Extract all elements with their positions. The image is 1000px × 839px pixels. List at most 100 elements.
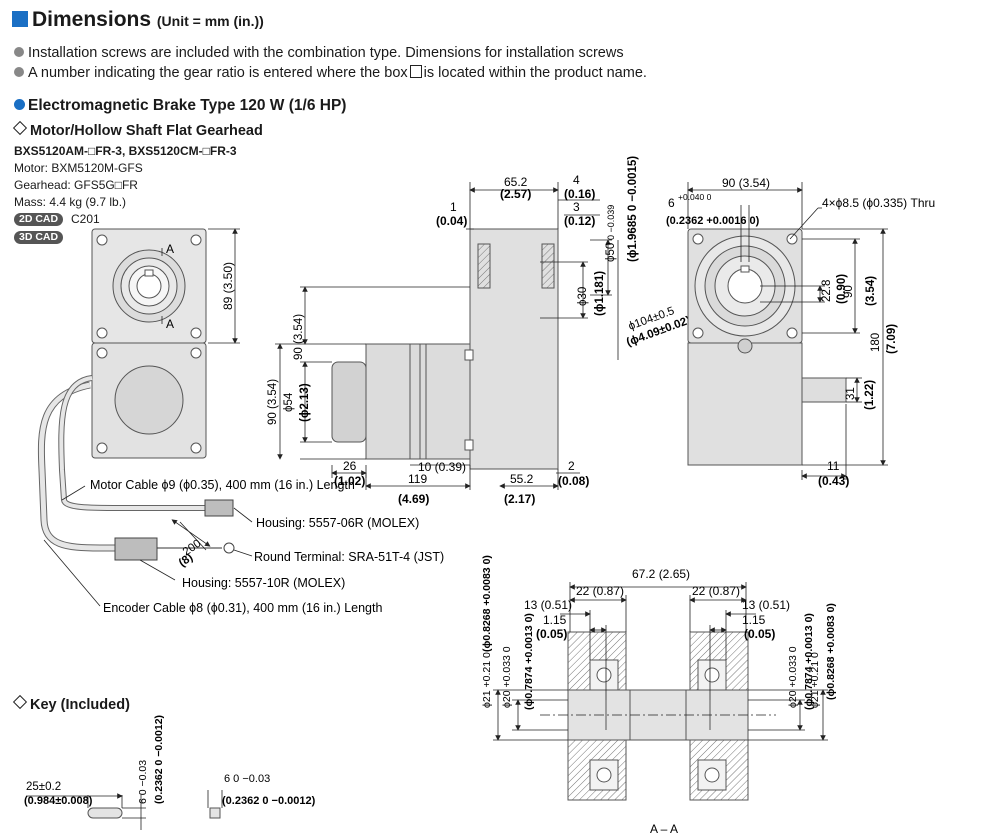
dim-s13-right: 13 (0.51) [742,598,790,612]
dim-90-upper: 90 (3.54) [293,314,305,360]
dim-55: 55.2 [510,472,534,486]
dim-r22-inch: (0.90) [836,274,848,304]
output-shaft [801,377,847,403]
dim-89: 89 (3.50) [221,262,235,310]
section-dimension-lines [493,582,828,741]
dim-65-inch: (2.57) [500,187,531,201]
dim-r6-tol: +0.040 0 [678,192,712,202]
key-section-title: Key (Included) [12,694,130,713]
dim-s115-left: 1.15 [543,613,567,627]
section-mark-a-bottom: A [166,317,174,331]
dim-s21-right: ϕ21 +0.21 0 [809,652,821,708]
dim-s13-left: 13 (0.51) [524,598,572,612]
dim-1: 1 [450,200,457,214]
dim-26-inch: (1.02) [334,474,365,488]
dim-r31: 31 [845,387,857,400]
page-title: Dimensions (Unit = mm (in.)) [12,8,264,32]
dim-d50: ϕ50 [605,243,617,262]
dim-s22-left: 22 (0.87) [576,584,624,598]
cad-3d-badge[interactable]: 3D CAD [14,231,64,244]
key-dim-6b-inch: (0.2362 0 −0.0012) [222,795,316,807]
dim-s20-left-inch: (ϕ0.7874 +0.0013 0) [523,613,535,710]
dim-r90: 90 (3.54) [722,176,770,190]
dim-s21-left-inch: (ϕ0.8268 +0.0083 0) [481,555,493,652]
dim-s22-right: 22 (0.87) [692,584,740,598]
note-gear-ratio: A number indicating the gear ratio is en… [14,65,647,81]
dim-1-inch: (0.04) [436,214,467,228]
dim-d30-inch: (ϕ1.181) [594,271,606,316]
dim-d54: ϕ54 [283,392,295,412]
gearhead-model: Gearhead: GFS5G□FR [14,178,138,192]
model-names: BXS5120AM-□FR-3, BXS5120CM-□FR-3 [14,144,237,158]
right-view [687,228,847,466]
dim-119-inch: (4.69) [398,492,429,506]
dim-s115-right: 1.15 [742,613,766,627]
side-dimension-lines [275,182,619,490]
side-view [331,228,559,470]
dim-r22: 22.8 [821,280,833,302]
section-label-a-a: A – A [650,822,678,836]
dim-s20-right: ϕ20 +0.033 0 [787,646,799,708]
dim-90-lower: 90 (3.54) [267,379,279,425]
cables [37,375,205,552]
mass-info: Mass: 4.4 kg (9.7 lb.) [14,195,127,209]
box-icon [409,65,422,78]
dim-s115-left-inch: (0.05) [536,627,567,641]
dim-s20-right-inch: (ϕ0.7874 +0.0013 0) [803,613,815,710]
dim-d50-tol: 0 −0.039 [606,205,616,240]
key-dim-6a-inch: (0.2362 0 −0.0012) [153,715,165,804]
dim-r6: 6 [668,196,675,210]
brake-end [331,361,367,443]
dim-3: 3 [573,200,580,214]
cad-2d-code: C201 [71,212,100,226]
key-drawing [87,807,221,819]
label-round-terminal: Round Terminal: SRA-51T-4 (JST) [254,550,444,564]
key-end-icon [209,807,221,819]
section-a-a [567,631,749,801]
connectors [114,499,235,561]
label-thru: 4×ϕ8.5 (ϕ0.335) Thru [822,196,935,210]
key-dim-6a: 6 0 −0.03 [137,760,149,804]
dim-s20-left: ϕ20 +0.033 0 [501,646,513,708]
dim-s21-left: ϕ21 +0.21 0 [481,652,493,708]
dim-3-inch: (0.12) [564,214,595,228]
motor-model: Motor: BXM5120M-GFS [14,161,143,175]
key-side-icon [87,807,123,819]
gearbox-side [687,342,803,466]
dim-119: 119 [408,472,427,486]
key-dim-25: 25±0.2 [26,781,61,793]
bullet-icon [14,47,24,57]
dim-d30: ϕ30 [577,287,589,306]
dim-r180-inch: (7.09) [886,324,898,354]
label-encoder-cable: Encoder Cable ϕ8 (ϕ0.31), 400 mm (16 in.… [103,601,382,615]
dim-d54-inch: (ϕ2.13) [299,383,311,422]
dim-s67: 67.2 (2.65) [632,567,690,581]
dim-55-inch: (2.17) [504,492,535,506]
blue-square-icon [12,11,28,27]
bullet-icon [14,67,24,77]
dim-10: 10 (0.39) [418,460,466,474]
dim-2-inch: (0.08) [558,474,589,488]
round-terminal-icon [223,542,235,554]
dim-r6-inch: (0.2362 +0.0016 0) [666,215,760,227]
label-housing-6r: Housing: 5557-06R (MOLEX) [256,516,419,530]
unit-note: (Unit = mm (in.)) [156,13,264,29]
cad-2d-badge[interactable]: 2D CAD [14,213,64,226]
front-view [91,228,207,459]
dim-r11-inch: (0.43) [818,474,849,488]
dim-r90-vertical: 90 [843,285,855,298]
housing-10r-icon [114,537,158,561]
motor-body [365,343,471,460]
note-screws: Installation screws are included with th… [14,45,624,61]
dim-r31-inch: (1.22) [864,380,876,410]
section-title: Electromagnetic Brake Type 120 W (1/6 HP… [14,97,346,115]
dim-r180: 180 [870,333,882,352]
dim-65: 65.2 [504,175,528,189]
dim-26: 26 [343,459,357,473]
dim-2: 2 [568,459,575,473]
dim-r11: 11 [827,459,840,473]
section-mark-a-top: A [166,242,174,256]
right-dimension-lines [687,182,888,480]
dim-4-inch: (0.16) [564,187,595,201]
